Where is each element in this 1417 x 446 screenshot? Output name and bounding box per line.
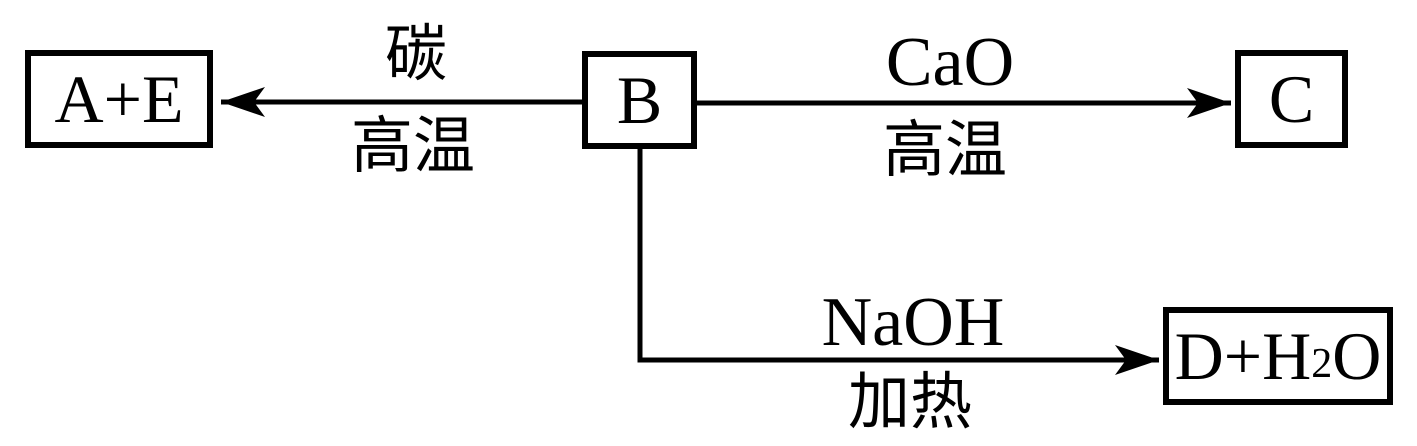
box-d-label-tail: O [1332, 318, 1382, 394]
label-high-temperature-left: 高温 [350, 113, 476, 181]
box-d-label-main: D+H [1174, 318, 1312, 394]
box-d-label-subscript: 2 [1311, 340, 1333, 387]
box-c: C [1235, 50, 1348, 148]
box-b: B [582, 51, 697, 149]
label-high-temperature-right: 高温 [882, 117, 1008, 185]
box-a-plus-e: A+E [25, 50, 213, 148]
label-naoh-reagent: NaOH [821, 284, 1005, 361]
box-c-label: C [1268, 61, 1315, 137]
box-a-plus-e-label: A+E [54, 61, 184, 137]
label-heating-condition: 加热 [847, 369, 973, 437]
arrow-b-to-d [637, 149, 1159, 375]
box-b-label: B [616, 62, 663, 138]
label-cao-reagent: CaO [885, 24, 1015, 101]
label-carbon-reagent: 碳 [384, 21, 448, 89]
